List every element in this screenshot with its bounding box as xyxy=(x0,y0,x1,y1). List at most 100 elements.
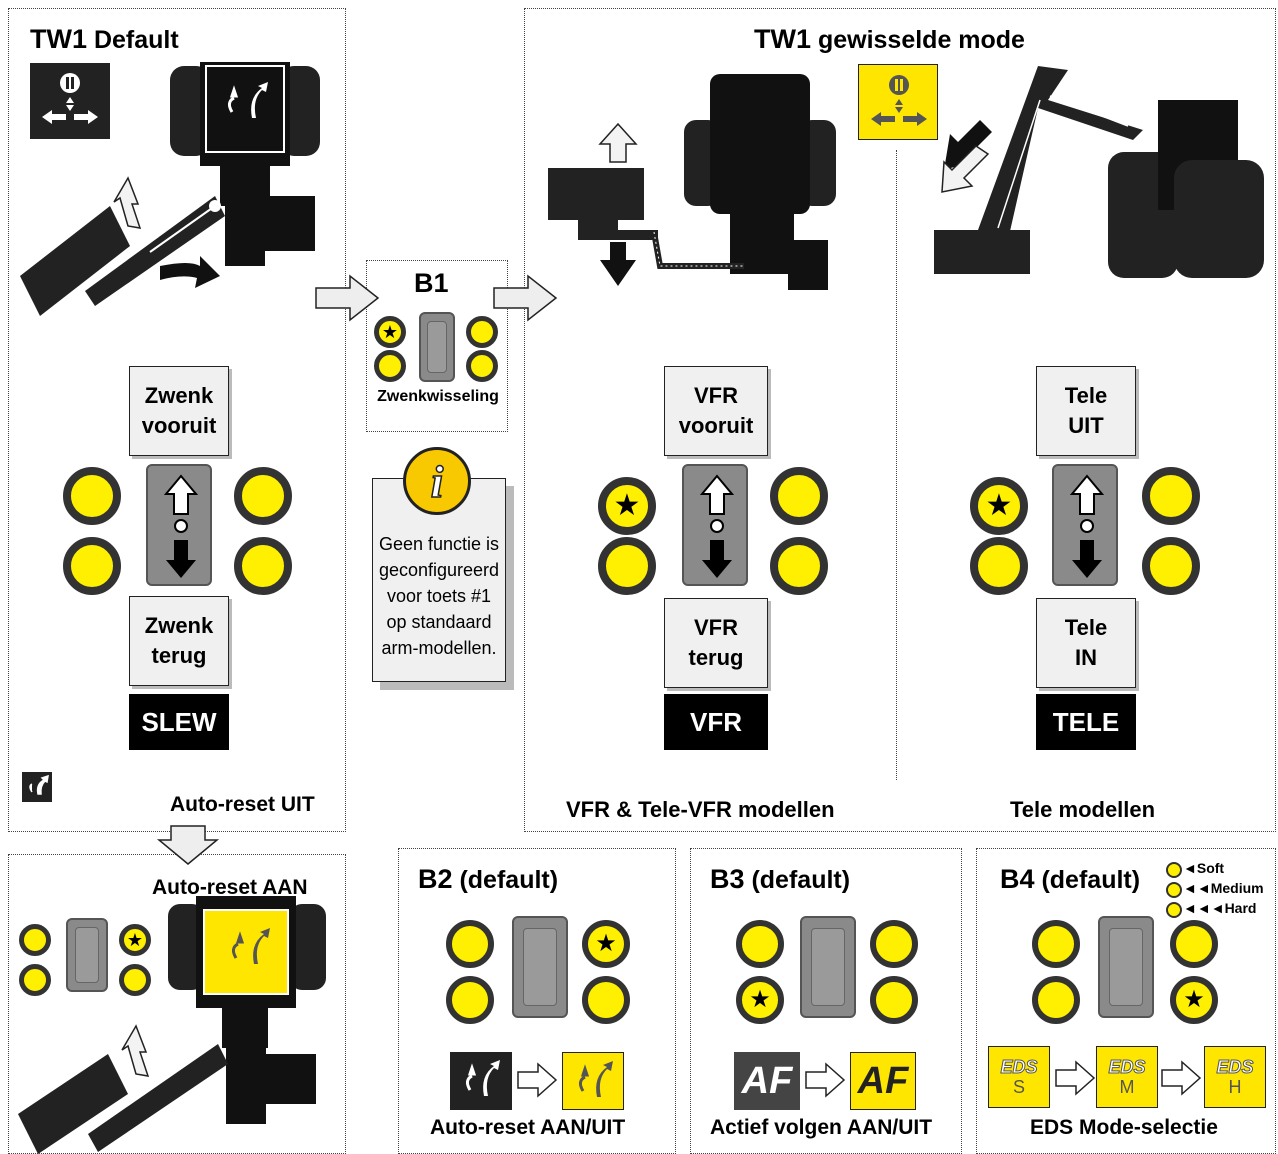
b1-panel xyxy=(366,260,508,432)
star-icon: ★ xyxy=(595,930,617,957)
tw1-default-title: TW1 Default xyxy=(30,24,179,54)
b3-arrow xyxy=(805,1062,846,1098)
tele-models-label: Tele modellen xyxy=(1010,797,1156,822)
star-icon: ★ xyxy=(381,322,399,342)
panel-divider xyxy=(896,150,897,780)
b4-rocker-switch[interactable] xyxy=(1098,916,1154,1018)
star-icon: ★ xyxy=(749,986,771,1013)
b1-title: B1 xyxy=(414,268,449,298)
vfr-button-bottom-left[interactable] xyxy=(598,537,656,595)
star-icon: ★ xyxy=(1183,986,1205,1013)
star-icon: ★ xyxy=(613,489,641,522)
vfr-button-bottom-right[interactable] xyxy=(770,537,828,595)
auto-reset-on-label: Auto-reset AAN xyxy=(152,876,308,899)
ar-button-top-right-star[interactable]: ★ xyxy=(119,924,151,956)
slew-switch-icon xyxy=(30,63,110,139)
b3-button-top-left[interactable] xyxy=(736,920,784,968)
tele-button-bottom-left[interactable] xyxy=(970,537,1028,595)
b4-button-top-left[interactable] xyxy=(1032,920,1080,968)
info-line-3: voor toets #1 xyxy=(386,586,492,606)
b4-caption: EDS Mode-selectie xyxy=(1030,1116,1218,1139)
slew-button-top-right[interactable] xyxy=(234,467,292,525)
ar-button-bottom-right[interactable] xyxy=(119,964,151,996)
info-line-5: arm-modellen. xyxy=(381,638,497,658)
ar-button-bottom-left[interactable] xyxy=(19,964,51,996)
down-arrow xyxy=(156,825,220,865)
auto-reset-off-icon xyxy=(450,1052,512,1110)
b1-button-top-right[interactable] xyxy=(466,316,498,348)
ar-button-top-left[interactable] xyxy=(19,924,51,956)
b3-caption: Actief volgen AAN/UIT xyxy=(710,1116,933,1139)
tractor-auto-reset-illustration xyxy=(18,896,326,1154)
star-icon: ★ xyxy=(985,489,1013,522)
b2-button-bottom-right[interactable] xyxy=(582,976,630,1024)
b4-button-top-right[interactable] xyxy=(1170,920,1218,968)
auto-reset-off-label: Auto-reset UIT xyxy=(170,793,315,816)
b1-rocker-switch[interactable] xyxy=(419,312,455,382)
b2-arrow xyxy=(517,1062,558,1098)
vfr-button-top-right[interactable] xyxy=(770,467,828,525)
tele-button-top-left-star[interactable]: ★ xyxy=(970,477,1028,535)
star-icon: ★ xyxy=(126,930,144,950)
b3-button-top-right[interactable] xyxy=(870,920,918,968)
tractor-tele-illustration xyxy=(934,66,1264,278)
right-arrow-to-b1 xyxy=(315,274,380,322)
b4-title: B4 (default) xyxy=(1000,864,1141,894)
b2-button-top-left[interactable] xyxy=(446,920,494,968)
b3-button-bottom-left-star[interactable]: ★ xyxy=(736,976,784,1024)
b1-button-bottom-right[interactable] xyxy=(466,350,498,382)
legend-hard: ◄◄◄Hard xyxy=(1183,900,1257,916)
slew-mode-badge: SLEW xyxy=(129,694,229,750)
tractor-slew-illustration xyxy=(20,62,320,316)
b2-caption: Auto-reset AAN/UIT xyxy=(430,1116,626,1139)
b4-button-bottom-right-star[interactable]: ★ xyxy=(1170,976,1218,1024)
vfr-rocker-switch[interactable] xyxy=(682,464,748,586)
b1-button-bottom-left[interactable] xyxy=(374,350,406,382)
ar-rocker-switch[interactable] xyxy=(66,918,108,992)
info-line-4: op standaard xyxy=(386,612,492,632)
b1-label: Zwenkwisseling xyxy=(377,388,499,405)
tele-button-bottom-right[interactable] xyxy=(1142,537,1200,595)
slew-rocker-switch[interactable] xyxy=(146,464,212,586)
info-line-2: geconfigureerd xyxy=(378,560,500,580)
auto-reset-on-icon xyxy=(562,1052,624,1110)
b2-rocker-switch[interactable] xyxy=(512,916,568,1018)
b4-button-bottom-left[interactable] xyxy=(1032,976,1080,1024)
b3-rocker-switch[interactable] xyxy=(800,916,856,1018)
b4-arrow-1 xyxy=(1055,1060,1096,1096)
tele-mode-badge: TELE xyxy=(1036,694,1136,750)
legend-medium: ◄◄Medium xyxy=(1183,880,1264,896)
b3-title: B3 (default) xyxy=(710,864,851,894)
slew-button-bottom-right[interactable] xyxy=(234,537,292,595)
slew-button-bottom-left[interactable] xyxy=(63,537,121,595)
vfr-button-top-left-star[interactable]: ★ xyxy=(598,477,656,535)
b1-button-top-left-star[interactable]: ★ xyxy=(374,316,406,348)
tele-button-top-right[interactable] xyxy=(1142,467,1200,525)
tractor-vfr-illustration xyxy=(548,74,836,290)
b2-button-bottom-left[interactable] xyxy=(446,976,494,1024)
info-line-1: Geen functie is xyxy=(378,534,500,554)
legend-soft: ◄Soft xyxy=(1183,860,1225,876)
vfr-mode-badge: VFR xyxy=(664,694,768,750)
tele-rocker-switch[interactable] xyxy=(1052,464,1118,586)
vfr-models-label: VFR & Tele-VFR modellen xyxy=(566,797,835,822)
active-follow-off-icon: AF xyxy=(734,1052,800,1110)
right-arrow-from-b1 xyxy=(493,274,558,322)
b4-arrow-2 xyxy=(1161,1060,1202,1096)
eds-legend: ◄Soft ◄◄Medium ◄◄◄Hard xyxy=(1166,858,1264,918)
swap-mode-icon xyxy=(858,64,938,140)
info-icon: i xyxy=(403,447,471,515)
b2-button-top-right-star[interactable]: ★ xyxy=(582,920,630,968)
b3-button-bottom-right[interactable] xyxy=(870,976,918,1024)
slew-button-top-left[interactable] xyxy=(63,467,121,525)
b2-title: B2 (default) xyxy=(418,864,559,894)
